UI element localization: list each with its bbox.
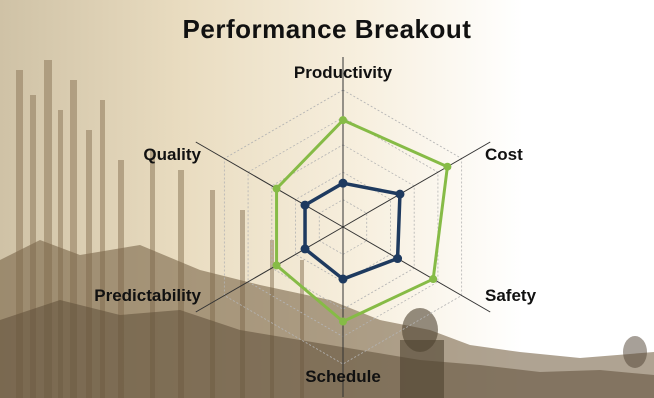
- data-point: [339, 317, 347, 326]
- data-point: [338, 274, 348, 284]
- series-line: [303, 181, 402, 281]
- axis-spoke: [342, 226, 491, 313]
- axis-label: Cost: [485, 145, 523, 164]
- data-point: [272, 184, 281, 193]
- axis-spoke: [195, 226, 344, 313]
- data-point: [429, 275, 438, 284]
- data-point: [300, 200, 310, 210]
- axis-label: Productivity: [294, 63, 393, 82]
- axis-spoke: [195, 141, 344, 228]
- axis-spoke: [342, 141, 491, 228]
- axis-label: Safety: [485, 286, 537, 305]
- data-point: [339, 116, 347, 125]
- axis-label: Quality: [143, 145, 201, 164]
- data-point: [272, 261, 281, 270]
- axis-label: Predictability: [94, 286, 201, 305]
- chart-title: Performance Breakout: [182, 14, 472, 44]
- axis-label: Schedule: [305, 367, 381, 386]
- data-point: [338, 178, 348, 188]
- data-point: [443, 162, 452, 171]
- data-point: [393, 254, 403, 264]
- data-point: [395, 189, 405, 199]
- data-point: [300, 244, 310, 254]
